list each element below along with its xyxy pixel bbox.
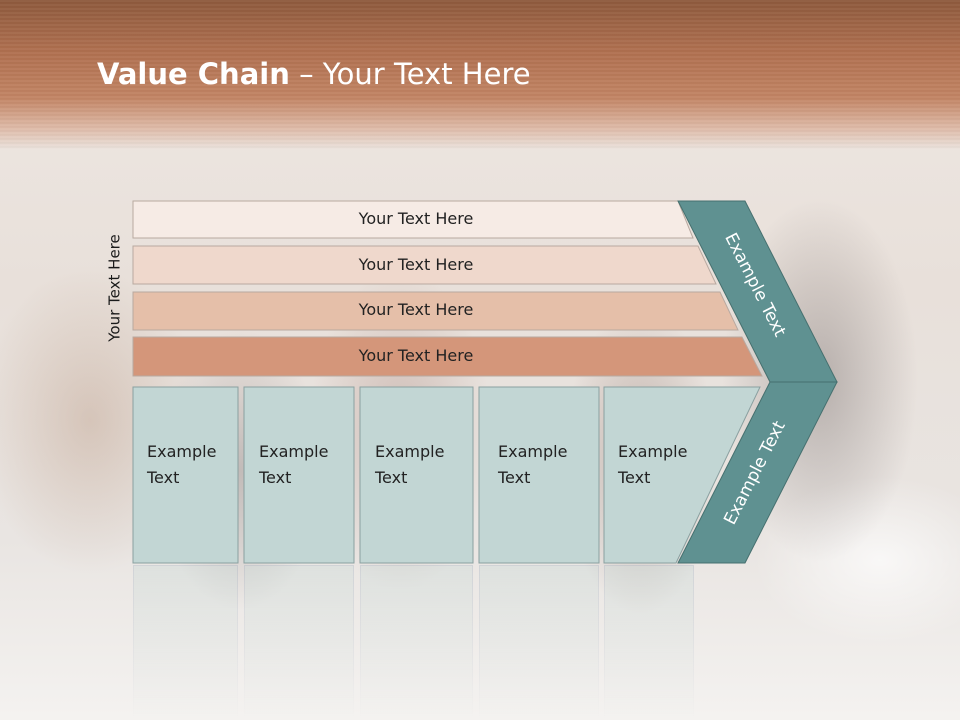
title-rest: – Your Text Here xyxy=(289,57,531,91)
slide-title[interactable]: Value Chain – Your Text Here xyxy=(97,54,531,94)
box-label-1-line1: Example xyxy=(147,442,217,461)
box-label-2-line1: Example xyxy=(259,442,329,461)
box-label-5: Example Text xyxy=(618,439,713,491)
chevron-lower[interactable] xyxy=(677,381,838,564)
box-label-4-line2: Text xyxy=(498,468,531,487)
row-label-2: Your Text Here xyxy=(358,255,474,274)
box-label-5-line2: Text xyxy=(618,468,651,487)
row-shape-2[interactable] xyxy=(132,245,717,285)
box-label-3-line2: Text xyxy=(375,468,408,487)
box-label-3-line1: Example xyxy=(375,442,445,461)
box-label-2-line2: Text xyxy=(259,468,292,487)
box-label-2: Example Text xyxy=(259,439,354,491)
row-shape-4[interactable] xyxy=(132,336,763,377)
box-label-3: Example Text xyxy=(375,439,470,491)
box-shape-5[interactable] xyxy=(603,386,761,564)
box-shape-3[interactable] xyxy=(359,386,474,564)
box-label-4-line1: Example xyxy=(498,442,568,461)
box-shape-4[interactable] xyxy=(478,386,600,564)
row-label-3: Your Text Here xyxy=(358,300,474,319)
box-label-1-line2: Text xyxy=(147,468,180,487)
row-shape-1[interactable] xyxy=(132,200,694,239)
box-label-4: Example Text xyxy=(498,439,593,491)
box-shape-1[interactable] xyxy=(132,386,239,564)
row-label-1: Your Text Here xyxy=(358,209,474,228)
box-label-5-line1: Example xyxy=(618,442,688,461)
row-label-4: Your Text Here xyxy=(358,346,474,365)
title-bold: Value Chain xyxy=(97,57,290,91)
box-shape-2[interactable] xyxy=(243,386,355,564)
box-label-1: Example Text xyxy=(147,439,242,491)
header-band xyxy=(0,0,960,150)
row-shape-3[interactable] xyxy=(132,291,739,331)
